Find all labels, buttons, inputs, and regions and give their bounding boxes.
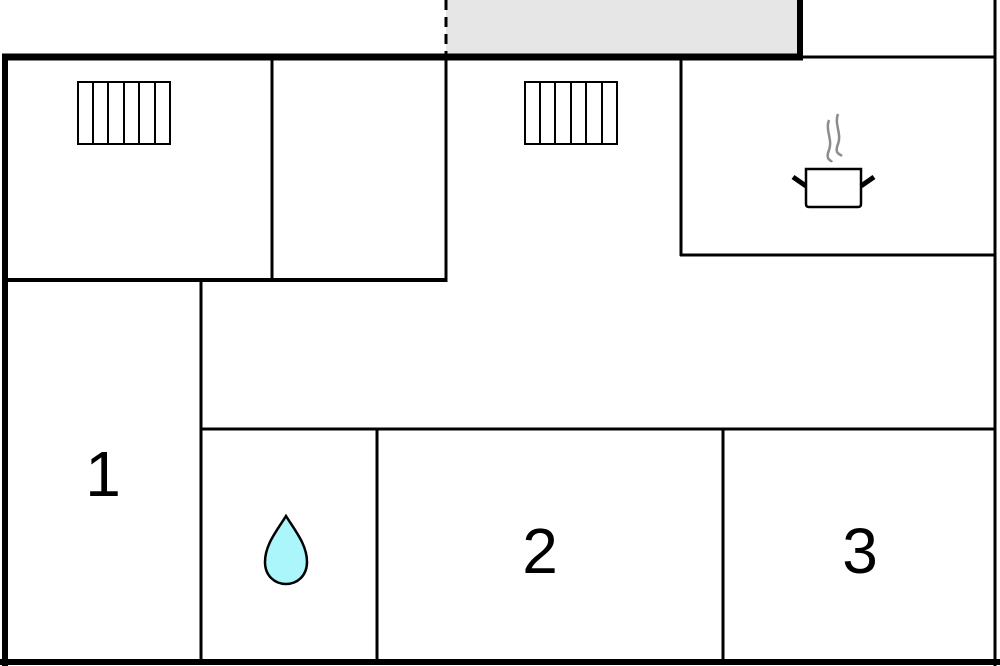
room-label-1: 1 — [85, 438, 121, 510]
terrace-area — [446, 0, 800, 55]
room-label-2: 2 — [522, 515, 558, 587]
cooking-pot-icon — [791, 113, 876, 209]
room-label-3: 3 — [842, 515, 878, 587]
radiator-icon — [77, 81, 171, 145]
radiator-icon — [524, 81, 618, 145]
water-drop-icon — [263, 513, 309, 586]
